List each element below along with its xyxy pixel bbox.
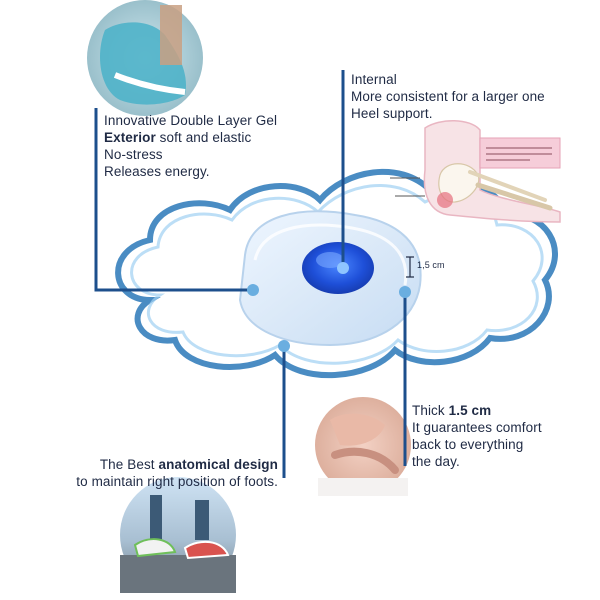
walking-sneakers-photo bbox=[120, 477, 236, 593]
callout-thickness-line2: It guarantees comfort bbox=[412, 420, 542, 435]
anatomy-caption-box bbox=[479, 137, 561, 169]
callout-connectors bbox=[94, 70, 407, 478]
cloud-outline bbox=[115, 168, 558, 379]
callout-exterior-line2: Exterior soft and elastic bbox=[104, 129, 277, 146]
thickness-label-text: 1,5 cm bbox=[417, 260, 445, 270]
dot-internal bbox=[337, 262, 349, 274]
foot-anatomy-illustration bbox=[390, 120, 561, 223]
dot-thickness bbox=[399, 286, 411, 298]
dot-design bbox=[278, 340, 290, 352]
callout-design-line1: The Best anatomical design bbox=[30, 456, 278, 473]
connector-top-left bbox=[94, 108, 253, 292]
callout-internal-line2: More consistent for a larger one bbox=[351, 89, 545, 104]
thickness-marker-icon bbox=[406, 256, 414, 278]
callout-design: The Best anatomical design to maintain r… bbox=[30, 456, 278, 490]
callout-design-line2: to maintain right position of foots. bbox=[76, 474, 278, 489]
heel-cup-image bbox=[238, 210, 422, 347]
callout-internal-line3: Heel support. bbox=[351, 106, 433, 121]
thickness-bold: 1.5 cm bbox=[448, 403, 492, 418]
exterior-rest: soft and elastic bbox=[155, 130, 252, 145]
callout-thickness-line1: Thick 1.5 cm bbox=[412, 402, 542, 419]
thickness-label: 1,5 cm bbox=[417, 260, 445, 271]
callout-thickness-line4: the day. bbox=[412, 454, 460, 469]
callout-exterior: Innovative Double Layer Gel Exterior sof… bbox=[104, 112, 277, 180]
exterior-bold: Exterior bbox=[104, 130, 156, 145]
dot-exterior bbox=[247, 284, 259, 296]
callout-thickness-line3: back to everything bbox=[412, 437, 524, 452]
design-prefix: The Best bbox=[99, 457, 159, 472]
callout-exterior-line4: Releases energy. bbox=[104, 164, 210, 179]
callout-thickness: Thick 1.5 cm It guarantees comfort back … bbox=[412, 402, 542, 470]
callout-exterior-line1: Innovative Double Layer Gel bbox=[104, 113, 278, 128]
back-massage-photo bbox=[315, 397, 411, 496]
design-bold: anatomical design bbox=[158, 457, 278, 472]
callout-internal-line1: Internal bbox=[351, 72, 397, 87]
callout-internal: Internal More consistent for a larger on… bbox=[351, 71, 545, 122]
thickness-prefix: Thick bbox=[412, 403, 449, 418]
callout-exterior-line3: No-stress bbox=[104, 147, 163, 162]
running-shoe-photo bbox=[87, 0, 203, 116]
